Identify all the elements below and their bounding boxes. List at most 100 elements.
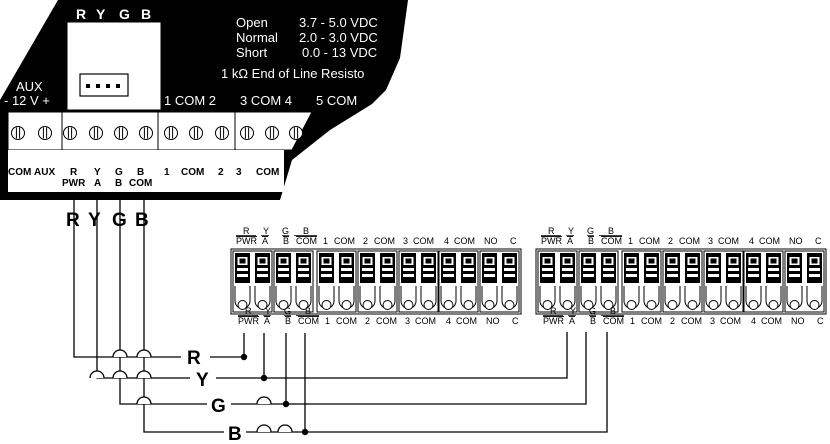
terminal-block[interactable] [479, 250, 520, 313]
module-label-r: R [245, 306, 252, 316]
term-label-com-z: COM [181, 167, 204, 178]
panel-screw-icon[interactable] [215, 126, 229, 140]
module-label-b: B [305, 306, 311, 316]
terminal-block[interactable] [316, 250, 357, 313]
spec-table: Open 3.7 - 5.0 VDC Normal 2.0 - 3.0 VDC … [221, 15, 378, 81]
term-label-1: 1 [164, 167, 170, 178]
module-label-pwr: PWR [236, 236, 257, 246]
panel-screw-icon[interactable] [189, 126, 203, 140]
module-terminal-label: 4 [446, 316, 451, 326]
term-label-3: 3 [236, 167, 242, 178]
module-label-com: COM [601, 236, 622, 246]
module-terminal-label: C [817, 316, 824, 326]
wire-junctions [240, 353, 309, 436]
module-terminal-label: 3 [405, 316, 410, 326]
panel-screw-icon[interactable] [240, 126, 254, 140]
panel-screw-icon[interactable] [164, 126, 178, 140]
module-label-y: Y [265, 306, 271, 316]
term-label-2: 2 [218, 167, 224, 178]
hop-y-r [89, 370, 105, 379]
hop-b-y1 [256, 424, 272, 433]
module-label-r: R [550, 306, 557, 316]
connector-label-b: B [141, 6, 151, 22]
module-terminal-label: 3 [403, 236, 408, 246]
panel-wire-labels: R Y G B [66, 210, 149, 231]
terminal-block[interactable] [784, 250, 825, 313]
module-terminal-label: 2 [668, 236, 673, 246]
module-label-bb: B [283, 236, 289, 246]
module-label-g: G [282, 226, 289, 236]
terminal-block[interactable] [621, 250, 662, 313]
terminal-separators [61, 112, 236, 150]
module-terminal-label: COM [376, 316, 397, 326]
panel-screw-icon[interactable] [38, 126, 52, 140]
terminal-block[interactable] [232, 250, 273, 313]
module-terminal-label: 1 [323, 236, 328, 246]
connector-wire-labels: R Y G B [76, 6, 151, 22]
zone-label-3: 5 COM [316, 93, 357, 108]
panel-screw-icon[interactable] [11, 126, 25, 140]
term-label-com: COM [8, 167, 31, 178]
module-label-pwr: PWR [238, 316, 259, 326]
panel-screws [11, 126, 303, 140]
module-label-a: A [569, 316, 575, 326]
module-label-bb: B [285, 316, 291, 326]
module-label-bb: B [590, 316, 596, 326]
panel-screw-icon[interactable] [139, 126, 153, 140]
terminal-block[interactable] [398, 250, 439, 313]
spec-normal-value: 2.0 - 3.0 VDC [299, 30, 378, 45]
terminal-strip [7, 111, 313, 151]
bus-label-g: G [211, 396, 226, 417]
spec-normal-label: Normal [236, 30, 278, 45]
junction-g [282, 400, 290, 408]
module-label-b: B [303, 226, 309, 236]
module-terminal-label: 2 [670, 316, 675, 326]
module-label-r: R [243, 226, 250, 236]
aux-label: AUX [16, 79, 43, 94]
hop-y-b [136, 370, 152, 379]
wire-r-module1 [210, 333, 245, 358]
panel-screw-icon[interactable] [114, 126, 128, 140]
module-label-com: COM [298, 316, 319, 326]
module-terminal-label: COM [334, 236, 355, 246]
spec-open-value: 3.7 - 5.0 VDC [299, 15, 378, 30]
terminal-block[interactable] [537, 250, 578, 313]
panel-screw-icon[interactable] [89, 126, 103, 140]
spec-short-value: 0.0 - 13 VDC [302, 45, 377, 60]
panel-screw-icon[interactable] [289, 126, 303, 140]
module-label-pwr: PWR [541, 236, 562, 246]
module-terminal-label: NO [791, 316, 805, 326]
terminal-block[interactable] [438, 250, 479, 313]
wire-b-module2 [246, 332, 608, 433]
connector-label-y: Y [96, 6, 106, 22]
module-terminal-label: 1 [628, 236, 633, 246]
terminal-block[interactable] [357, 250, 398, 313]
control-panel: R Y G B Open 3.7 - 5.0 VDC Normal 2.0 - … [0, 0, 408, 200]
panel-label-area [8, 150, 284, 192]
terminal-block[interactable] [743, 250, 784, 313]
term-label-pwr: PWR [62, 178, 86, 189]
terminal-block[interactable] [703, 250, 744, 313]
hop-g-b [136, 396, 152, 405]
module-label-b: B [608, 226, 614, 236]
module-terminal-label: C [512, 316, 519, 326]
terminal-block[interactable] [273, 250, 314, 313]
module-label-com: COM [603, 316, 624, 326]
terminal-block[interactable] [578, 250, 619, 313]
module-label-y: Y [568, 226, 574, 236]
spec-short-label: Short [236, 45, 267, 60]
panel-silkscreen: AUX - 12 V + 1 COM 2 3 COM 4 5 COM [4, 79, 357, 108]
module-terminal-label: C [510, 236, 517, 246]
panel-screw-icon[interactable] [63, 126, 77, 140]
module-terminal-label: COM [679, 236, 700, 246]
panel-screw-icon[interactable] [265, 126, 279, 140]
term-label-r: R [70, 167, 78, 178]
module-terminal-label: COM [415, 316, 436, 326]
module-label-y: Y [263, 226, 269, 236]
module-terminal-label: COM [413, 236, 434, 246]
terminal-block[interactable] [662, 250, 703, 313]
hop-b-g1 [277, 424, 293, 433]
